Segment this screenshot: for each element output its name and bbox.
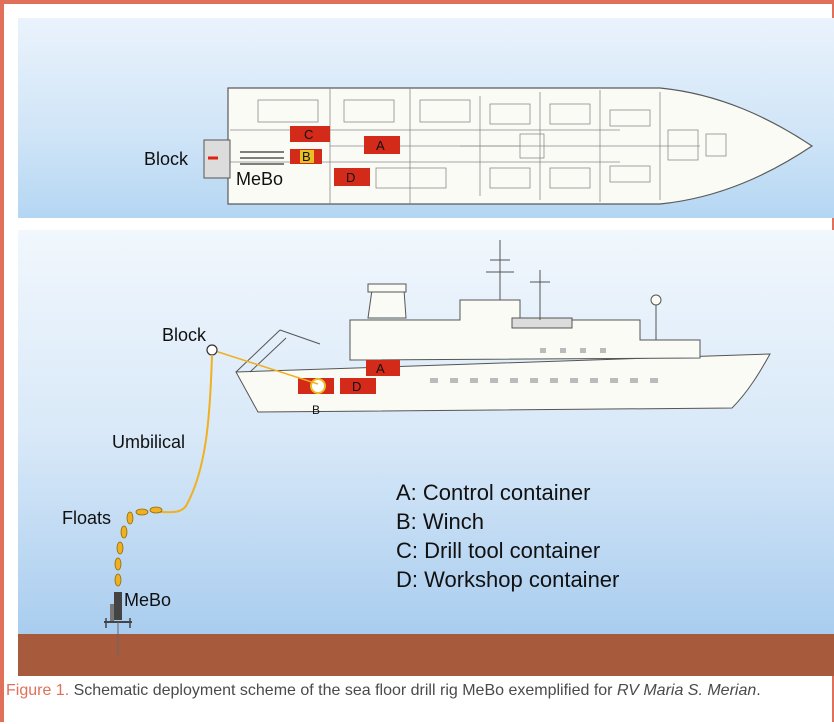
floats-label: Floats bbox=[62, 508, 111, 528]
floats-icon bbox=[114, 506, 163, 587]
side-winch-label: B bbox=[312, 403, 320, 417]
legend-item-a: A: Control container bbox=[396, 480, 590, 505]
container-a-top bbox=[364, 136, 400, 154]
container-b-label: B bbox=[302, 149, 311, 164]
top-mebo-label: MeBo bbox=[236, 169, 283, 189]
container-c-top bbox=[290, 126, 330, 142]
vessel-name: RV Maria S. Merian bbox=[616, 682, 757, 699]
figure-caption: Figure 1. Schematic deployment scheme of… bbox=[6, 681, 826, 701]
winch-icon bbox=[310, 378, 326, 394]
side-container-a-label: A bbox=[376, 361, 385, 376]
container-a-side bbox=[366, 360, 400, 376]
mebo-deck-icon bbox=[240, 151, 284, 165]
caption-end: . bbox=[756, 682, 761, 699]
legend-item-b: B: Winch bbox=[396, 509, 484, 534]
cable-to-winch bbox=[211, 349, 319, 385]
side-mebo-label: MeBo bbox=[124, 590, 171, 610]
side-view-panel bbox=[18, 230, 834, 634]
container-a-label: A bbox=[376, 138, 385, 153]
top-block-label: Block bbox=[144, 149, 189, 169]
side-block-label: Block bbox=[162, 325, 207, 345]
legend: A: Control container B: Winch C: Drill t… bbox=[396, 480, 619, 592]
side-container-d-label: D bbox=[352, 379, 361, 394]
umbilical-label: Umbilical bbox=[112, 432, 185, 452]
ship-deck-plan: C B A D bbox=[203, 87, 814, 205]
seafloor bbox=[18, 634, 834, 676]
container-d-top bbox=[334, 168, 370, 186]
legend-item-d: D: Workshop container bbox=[396, 567, 619, 592]
figure-label: Figure 1. bbox=[6, 682, 70, 699]
block-pulley-icon bbox=[206, 344, 218, 356]
mebo-rig-icon bbox=[104, 592, 132, 656]
caption-text: Schematic deployment scheme of the sea f… bbox=[69, 682, 617, 699]
umbilical-line bbox=[159, 354, 213, 514]
container-d-label: D bbox=[346, 170, 355, 185]
legend-item-c: C: Drill tool container bbox=[396, 538, 600, 563]
container-d-side bbox=[340, 378, 376, 394]
container-c-label: C bbox=[304, 127, 313, 142]
